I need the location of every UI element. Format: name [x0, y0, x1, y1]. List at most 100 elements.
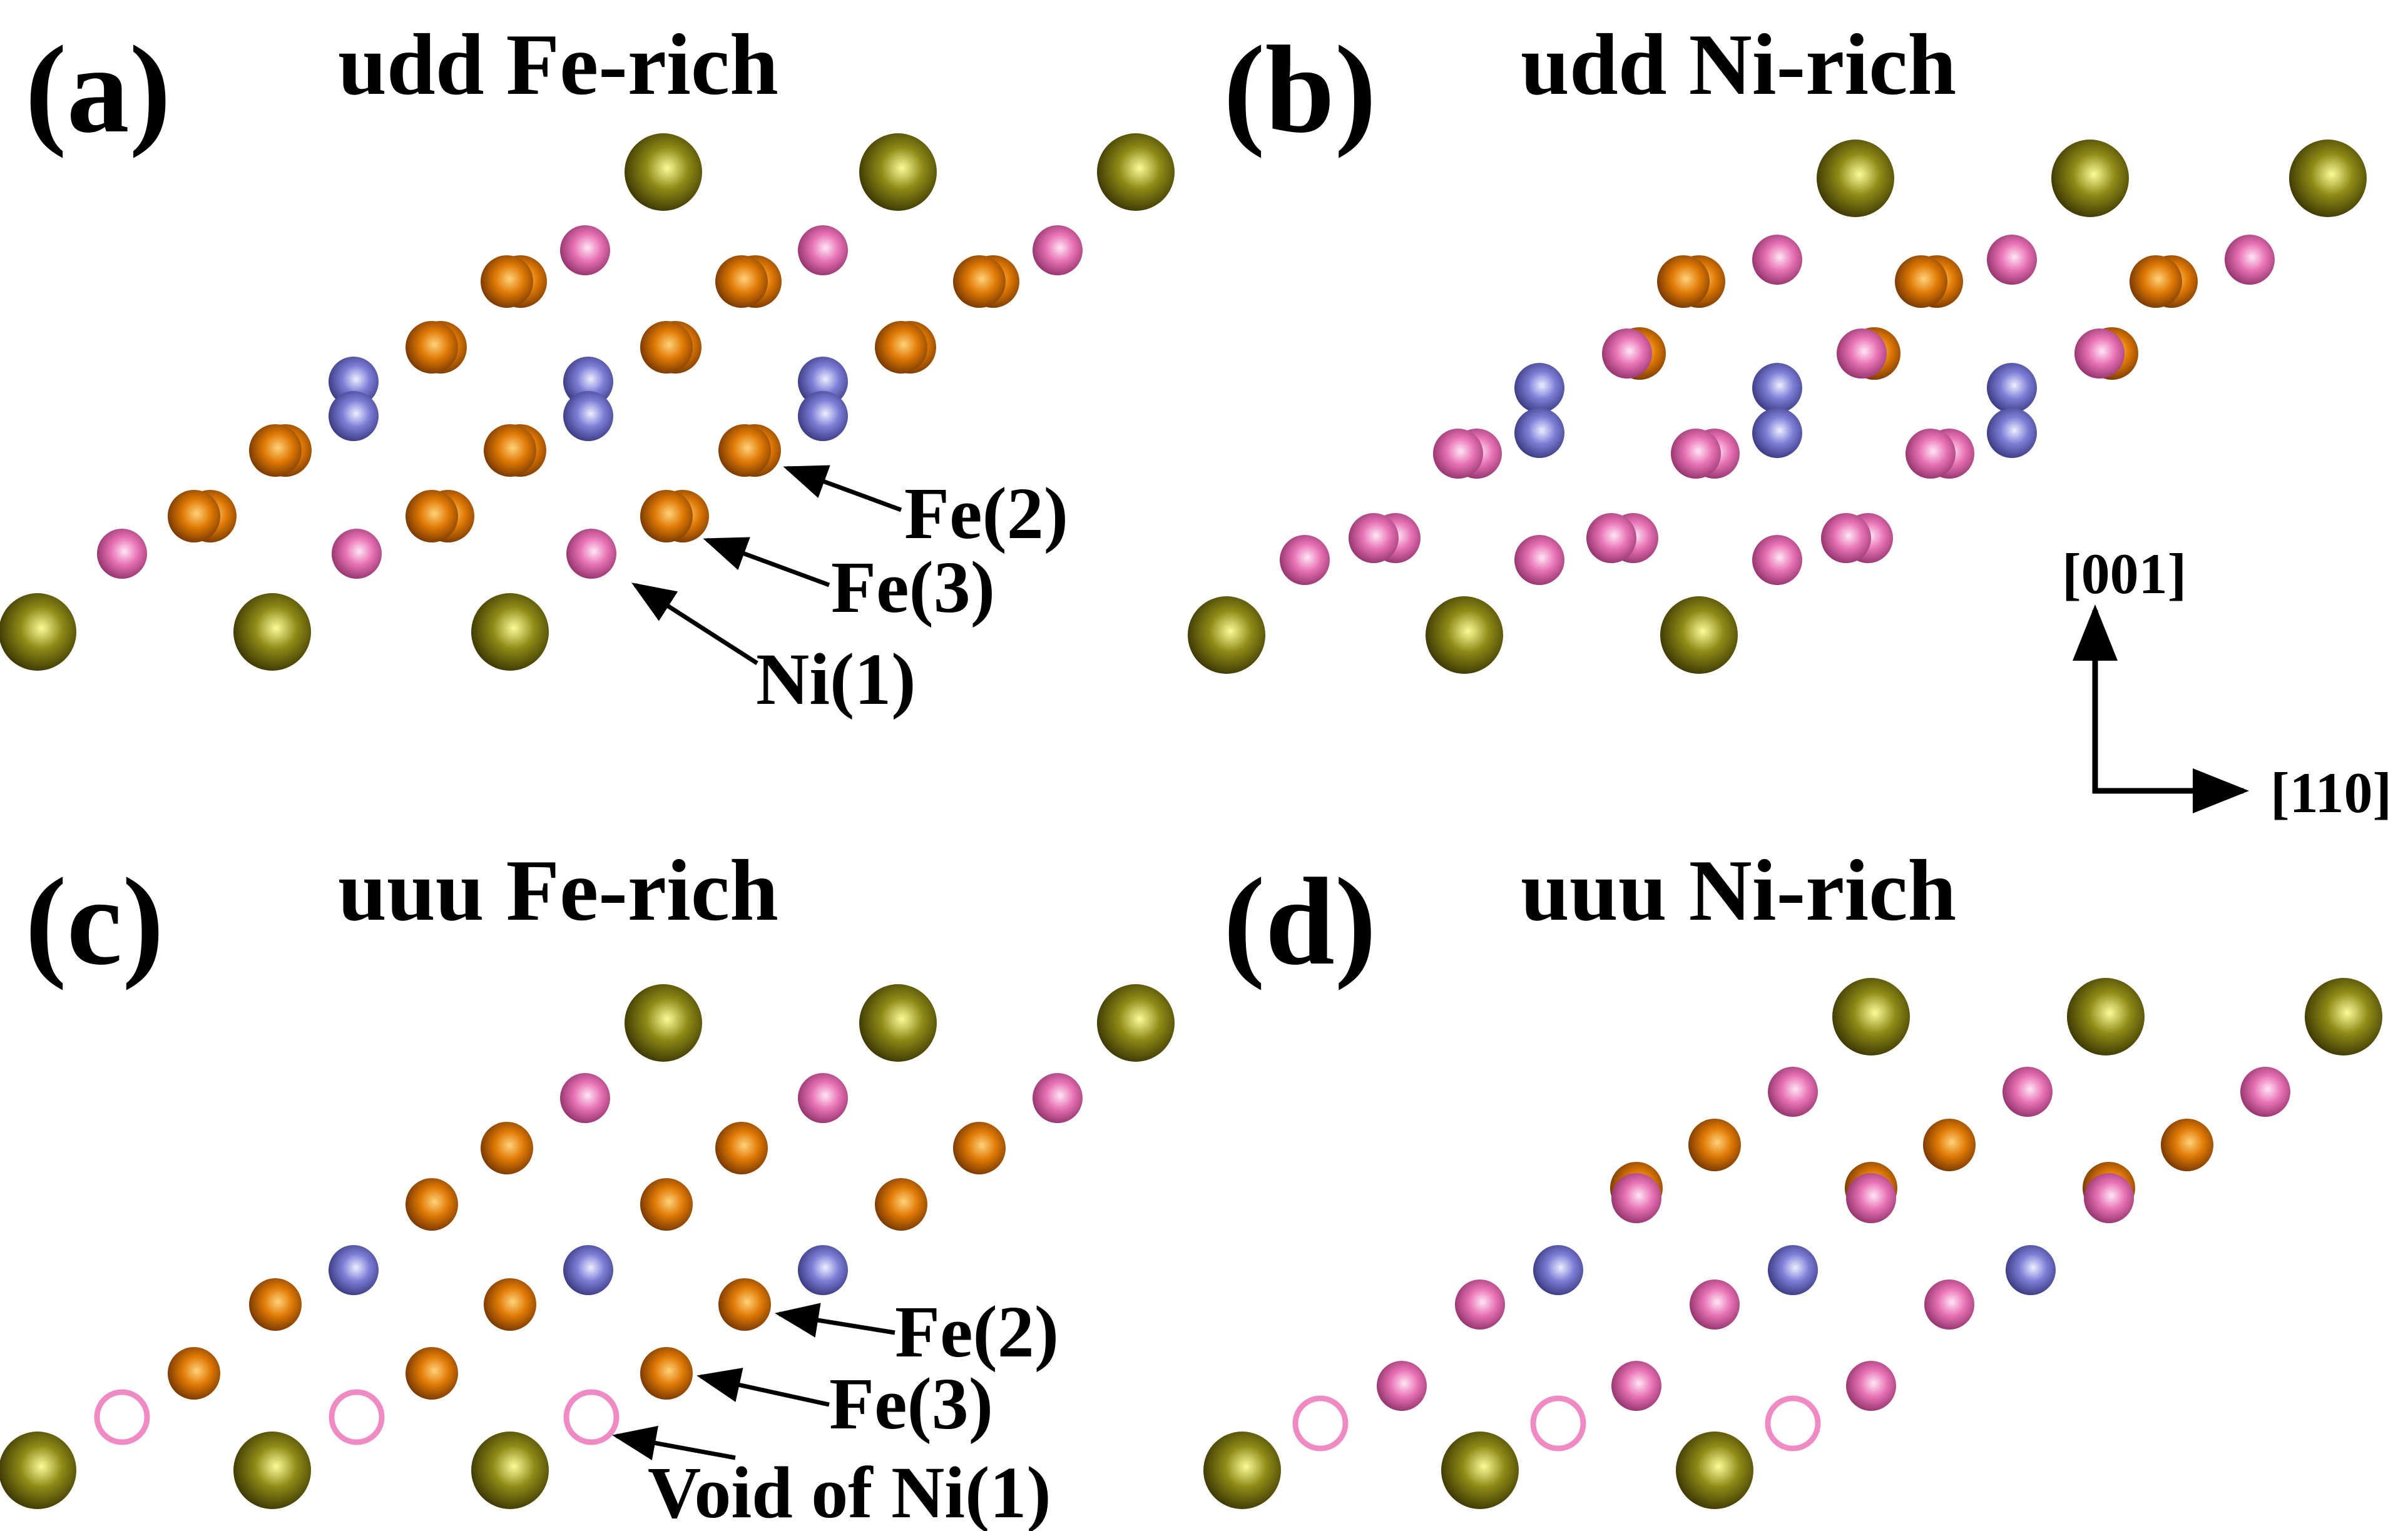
fe2-atom: [484, 1278, 536, 1331]
panel-d-atoms: [1203, 978, 2382, 1509]
pink-atom: [798, 225, 848, 275]
orange-atom: [953, 255, 1006, 308]
blue-atom: [1752, 363, 1802, 413]
pink-atom: [1905, 429, 1956, 479]
olive-atom: [0, 1432, 76, 1509]
panel-a-atoms: [0, 133, 1175, 671]
fe3-label-c: Fe(3): [829, 1363, 993, 1445]
olive-atom: [1817, 140, 1894, 217]
pink-atom: [1611, 1361, 1661, 1411]
fe2-label: Fe(2): [904, 472, 1068, 554]
olive-atom: [471, 593, 549, 671]
orange-atom: [875, 321, 927, 374]
blue-atom: [563, 357, 613, 407]
olive-atom: [2305, 978, 2382, 1055]
pink-atom: [1455, 1279, 1505, 1330]
blue-atom: [563, 391, 613, 441]
olive-atom: [471, 1432, 549, 1509]
olive-atom: [859, 133, 937, 211]
olive-atom: [1188, 596, 1265, 674]
blue-atom: [1987, 408, 2037, 458]
axes-indicator: [001] [110]: [2062, 542, 2392, 825]
ni1-void-marker: [1765, 1395, 1821, 1452]
olive-atom: [625, 133, 702, 211]
olive-atom: [233, 593, 311, 671]
orange-atom: [1923, 1119, 1976, 1171]
pink-atom: [1846, 1173, 1896, 1223]
blue-atom: [563, 1245, 613, 1295]
pink-atom: [1752, 235, 1802, 285]
olive-atom: [625, 984, 702, 1062]
ni1-atom: [566, 529, 616, 579]
pink-atom: [798, 1073, 848, 1123]
blue-atom: [329, 391, 379, 441]
blue-atom: [1752, 408, 1802, 458]
ni1-void-marker: [1292, 1395, 1349, 1452]
fe3-arrow: [703, 537, 830, 587]
pink-atom: [2074, 328, 2125, 379]
pink-atom: [560, 225, 610, 275]
orange-atom: [640, 321, 693, 374]
panel-a-title: udd Fe-rich: [338, 16, 778, 113]
pink-atom: [1924, 1279, 1974, 1330]
pink-atom: [1033, 1073, 1083, 1123]
panel-a-annotations: Fe(2) Fe(3) Ni(1): [631, 465, 1068, 720]
pink-atom: [1349, 513, 1399, 563]
panel-b: (b) udd Ni-rich: [1188, 16, 2367, 674]
olive-atom: [1660, 596, 1738, 674]
void-arrow-c: [612, 1425, 736, 1460]
pink-atom: [1671, 429, 1721, 479]
fe2-atom: [484, 424, 536, 477]
olive-atom: [1832, 978, 1910, 1055]
panel-c-title: uuu Fe-rich: [338, 842, 778, 939]
olive-atom: [1426, 596, 1503, 674]
fe2-atom: [718, 424, 771, 477]
orange-atom: [406, 1178, 458, 1231]
fe3-atom: [640, 1347, 693, 1400]
olive-atom: [233, 1432, 311, 1509]
fe3-atom: [168, 1347, 220, 1400]
ni1-void-marker: [94, 1389, 150, 1445]
olive-atom: [1676, 1432, 1753, 1509]
blue-atom: [1768, 1245, 1818, 1295]
pink-atom: [1690, 1279, 1740, 1330]
orange-atom: [640, 1178, 693, 1231]
fe2-arrow-c: [775, 1303, 895, 1338]
panel-d-title: uuu Ni-rich: [1521, 842, 1956, 939]
pink-atom: [1752, 535, 1802, 585]
pink-atom: [1837, 328, 1887, 379]
orange-atom: [1688, 1119, 1741, 1171]
panel-b-atoms: [1188, 140, 2367, 674]
axis-right-label: [110]: [2270, 761, 2392, 825]
blue-atom: [2006, 1245, 2056, 1295]
panel-d: (d) uuu Ni-rich: [1203, 842, 2382, 1509]
panel-c: (c) uuu Fe-rich Fe(2) Fe(3) Void of Ni(1…: [0, 842, 1175, 1531]
panel-a-letter: (a): [25, 21, 171, 159]
axis-up-label: [001]: [2062, 542, 2186, 606]
blue-atom: [798, 391, 848, 441]
blue-atom: [1514, 408, 1564, 458]
ni1-atom: [97, 529, 147, 579]
panel-b-title: udd Ni-rich: [1521, 16, 1956, 113]
pink-atom: [1433, 429, 1483, 479]
olive-atom: [1441, 1432, 1519, 1509]
panel-c-letter: (c): [25, 853, 164, 991]
void-label-c: Void of Ni(1): [648, 1452, 1051, 1531]
pink-atom: [2002, 1067, 2053, 1117]
fe3-atom: [168, 490, 220, 542]
blue-atom: [1533, 1245, 1583, 1295]
orange-atom: [481, 1122, 533, 1174]
ni1-void-marker: [329, 1389, 385, 1445]
pink-atom: [2225, 235, 2275, 285]
fe3-label: Fe(3): [831, 546, 995, 628]
pink-atom: [1586, 513, 1636, 563]
pink-atom: [560, 1073, 610, 1123]
ni1-void-marker: [563, 1389, 620, 1445]
fe2-label-c: Fe(2): [895, 1291, 1059, 1373]
blue-atom: [1987, 363, 2037, 413]
pink-atom: [1377, 1361, 1427, 1411]
orange-atom: [2130, 255, 2182, 308]
orange-atom: [1657, 255, 1710, 308]
orange-atom: [875, 1178, 927, 1231]
